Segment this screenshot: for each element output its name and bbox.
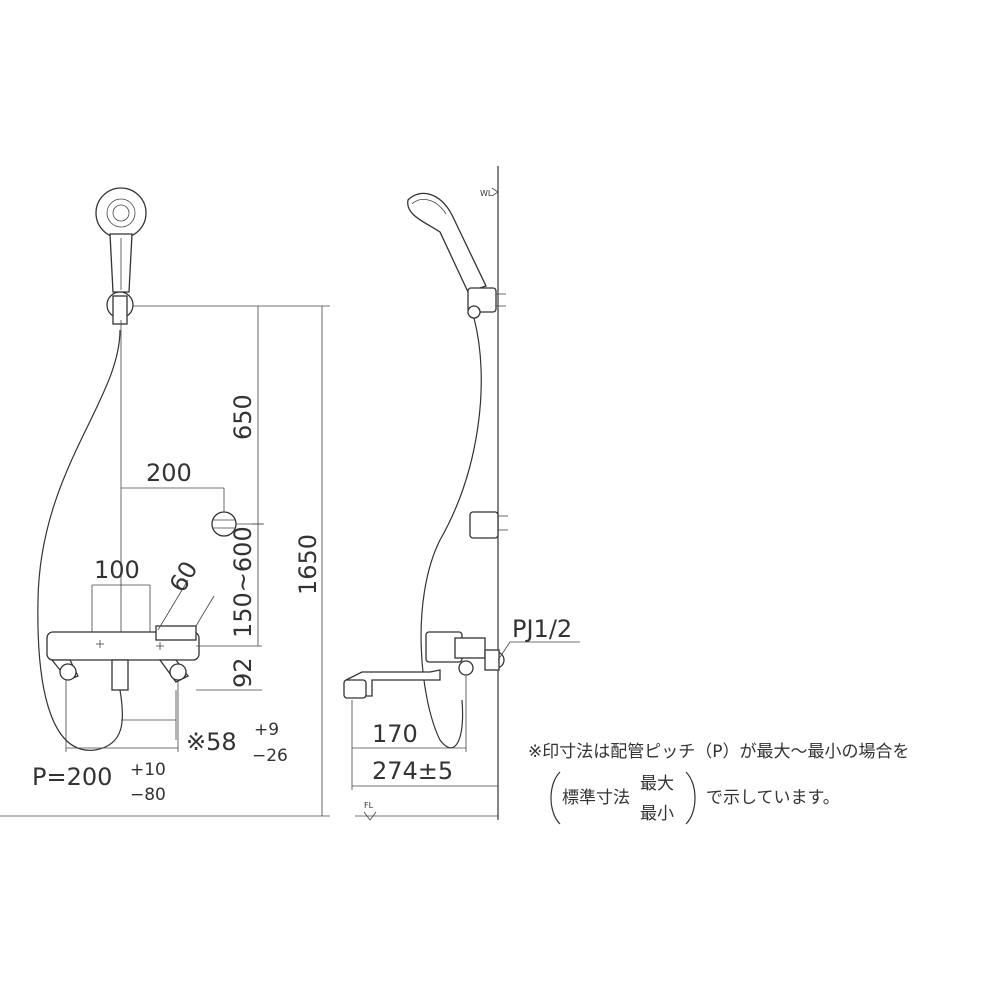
dim-1650: 1650 [294,534,322,595]
dim-58-plus: +9 [254,720,279,740]
note-tail: で示しています。 [706,788,840,808]
dim-92: 92 [229,657,257,688]
note-max: 最大 [640,774,674,794]
dim-58: ※58 [186,728,237,756]
dim-pitch: P=200 [32,763,112,791]
dim-60: 60 [164,557,204,597]
note-min: 最小 [640,804,674,824]
dimension-note: ※印寸法は配管ピッチ（P）が最大～最小の場合を 標準寸法 最大 最小 で示してい… [528,742,910,825]
dim-pitch-plus: +10 [130,760,166,780]
note-line1: ※印寸法は配管ピッチ（P）が最大～最小の場合を [528,742,910,762]
front-hose [37,329,124,751]
dim-58-minus: −26 [252,746,288,766]
dim-170: 170 [372,720,418,748]
side-hose [420,317,482,749]
side-shower-head [407,192,506,319]
side-mixer [343,631,505,699]
note-standard: 標準寸法 [562,788,630,808]
front-shower-head [95,187,147,325]
note-paren-left [550,771,561,825]
dim-pj: PJ1/2 [512,615,572,643]
dim-100: 100 [94,556,140,584]
front-mixer-body [46,625,200,691]
wl-label: WL [480,189,493,198]
fl-label: FL [364,801,374,810]
front-view: 650 200 1650 100 60 150~600 92 ※58 +9 −2… [0,187,330,817]
dim-200: 200 [146,459,192,487]
side-lower-holder [469,511,499,539]
note-paren-right [685,771,696,825]
side-view: WL FL [343,166,580,821]
dim-150-600: 150~600 [229,526,257,638]
dim-650: 650 [229,394,257,440]
dim-pitch-minus: −80 [130,785,166,805]
dim-274: 274±5 [372,757,453,785]
